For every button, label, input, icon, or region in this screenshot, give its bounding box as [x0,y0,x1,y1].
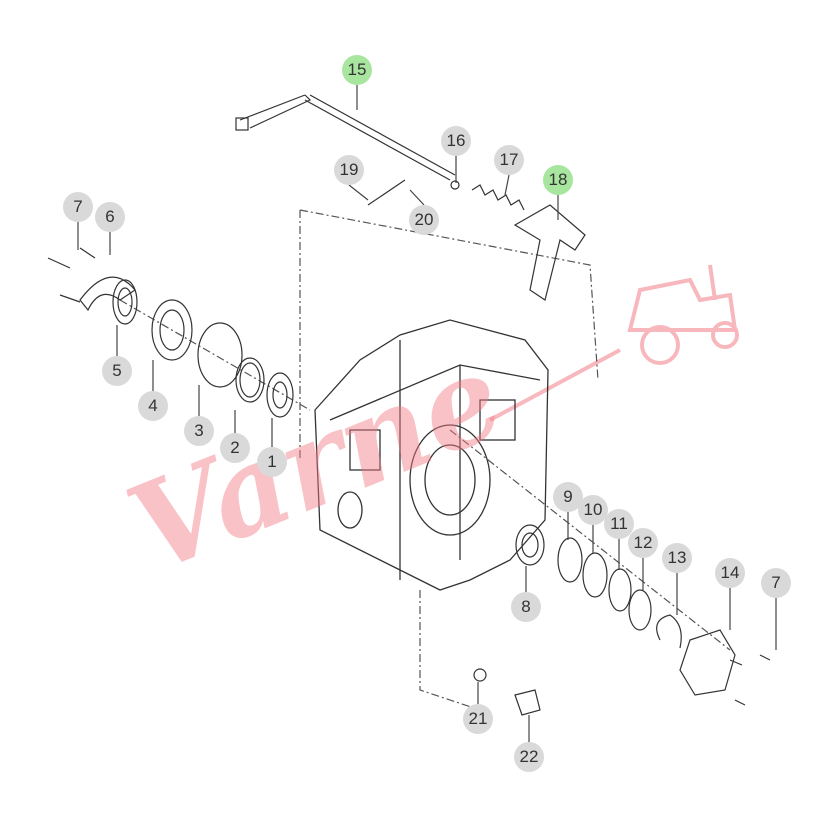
o-ring-part [450,180,460,190]
callout-part-19[interactable]: 19 [334,155,364,185]
guide-lines [119,209,731,711]
callout-part-1[interactable]: 1 [257,447,287,477]
callout-part-10[interactable]: 10 [578,495,608,525]
callout-part-16[interactable]: 16 [441,126,471,156]
callout-part-17[interactable]: 17 [494,145,524,175]
spring-part [471,184,525,211]
callout-part-5[interactable]: 5 [102,356,132,386]
callout-part-3[interactable]: 3 [184,416,214,446]
transmission-housing [314,319,549,591]
shift-fork-part [513,204,586,301]
callout-part-21[interactable]: 21 [463,704,493,734]
right-seal-assembly [473,524,771,716]
callout-part-14[interactable]: 14 [715,558,745,588]
shift-rod-part [235,94,456,181]
callout-part-12[interactable]: 12 [628,528,658,558]
callout-part-13[interactable]: 13 [662,543,692,573]
pin-part [367,179,406,206]
callout-part-22[interactable]: 22 [514,742,544,772]
callout-part-7[interactable]: 7 [761,568,791,598]
callout-part-18[interactable]: 18 [543,165,573,195]
callout-part-7[interactable]: 7 [63,192,93,222]
callout-part-15[interactable]: 15 [342,55,372,85]
callout-part-8[interactable]: 8 [511,592,541,622]
watermark-tractor-icon [489,264,739,422]
callout-part-6[interactable]: 6 [95,202,125,232]
callout-part-2[interactable]: 2 [220,433,250,463]
callout-part-4[interactable]: 4 [138,391,168,421]
callout-part-11[interactable]: 11 [604,509,634,539]
left-bearing-assembly [47,247,294,418]
callout-part-20[interactable]: 20 [409,205,439,235]
leader-lines [77,85,777,742]
callout-part-9[interactable]: 9 [553,482,583,512]
